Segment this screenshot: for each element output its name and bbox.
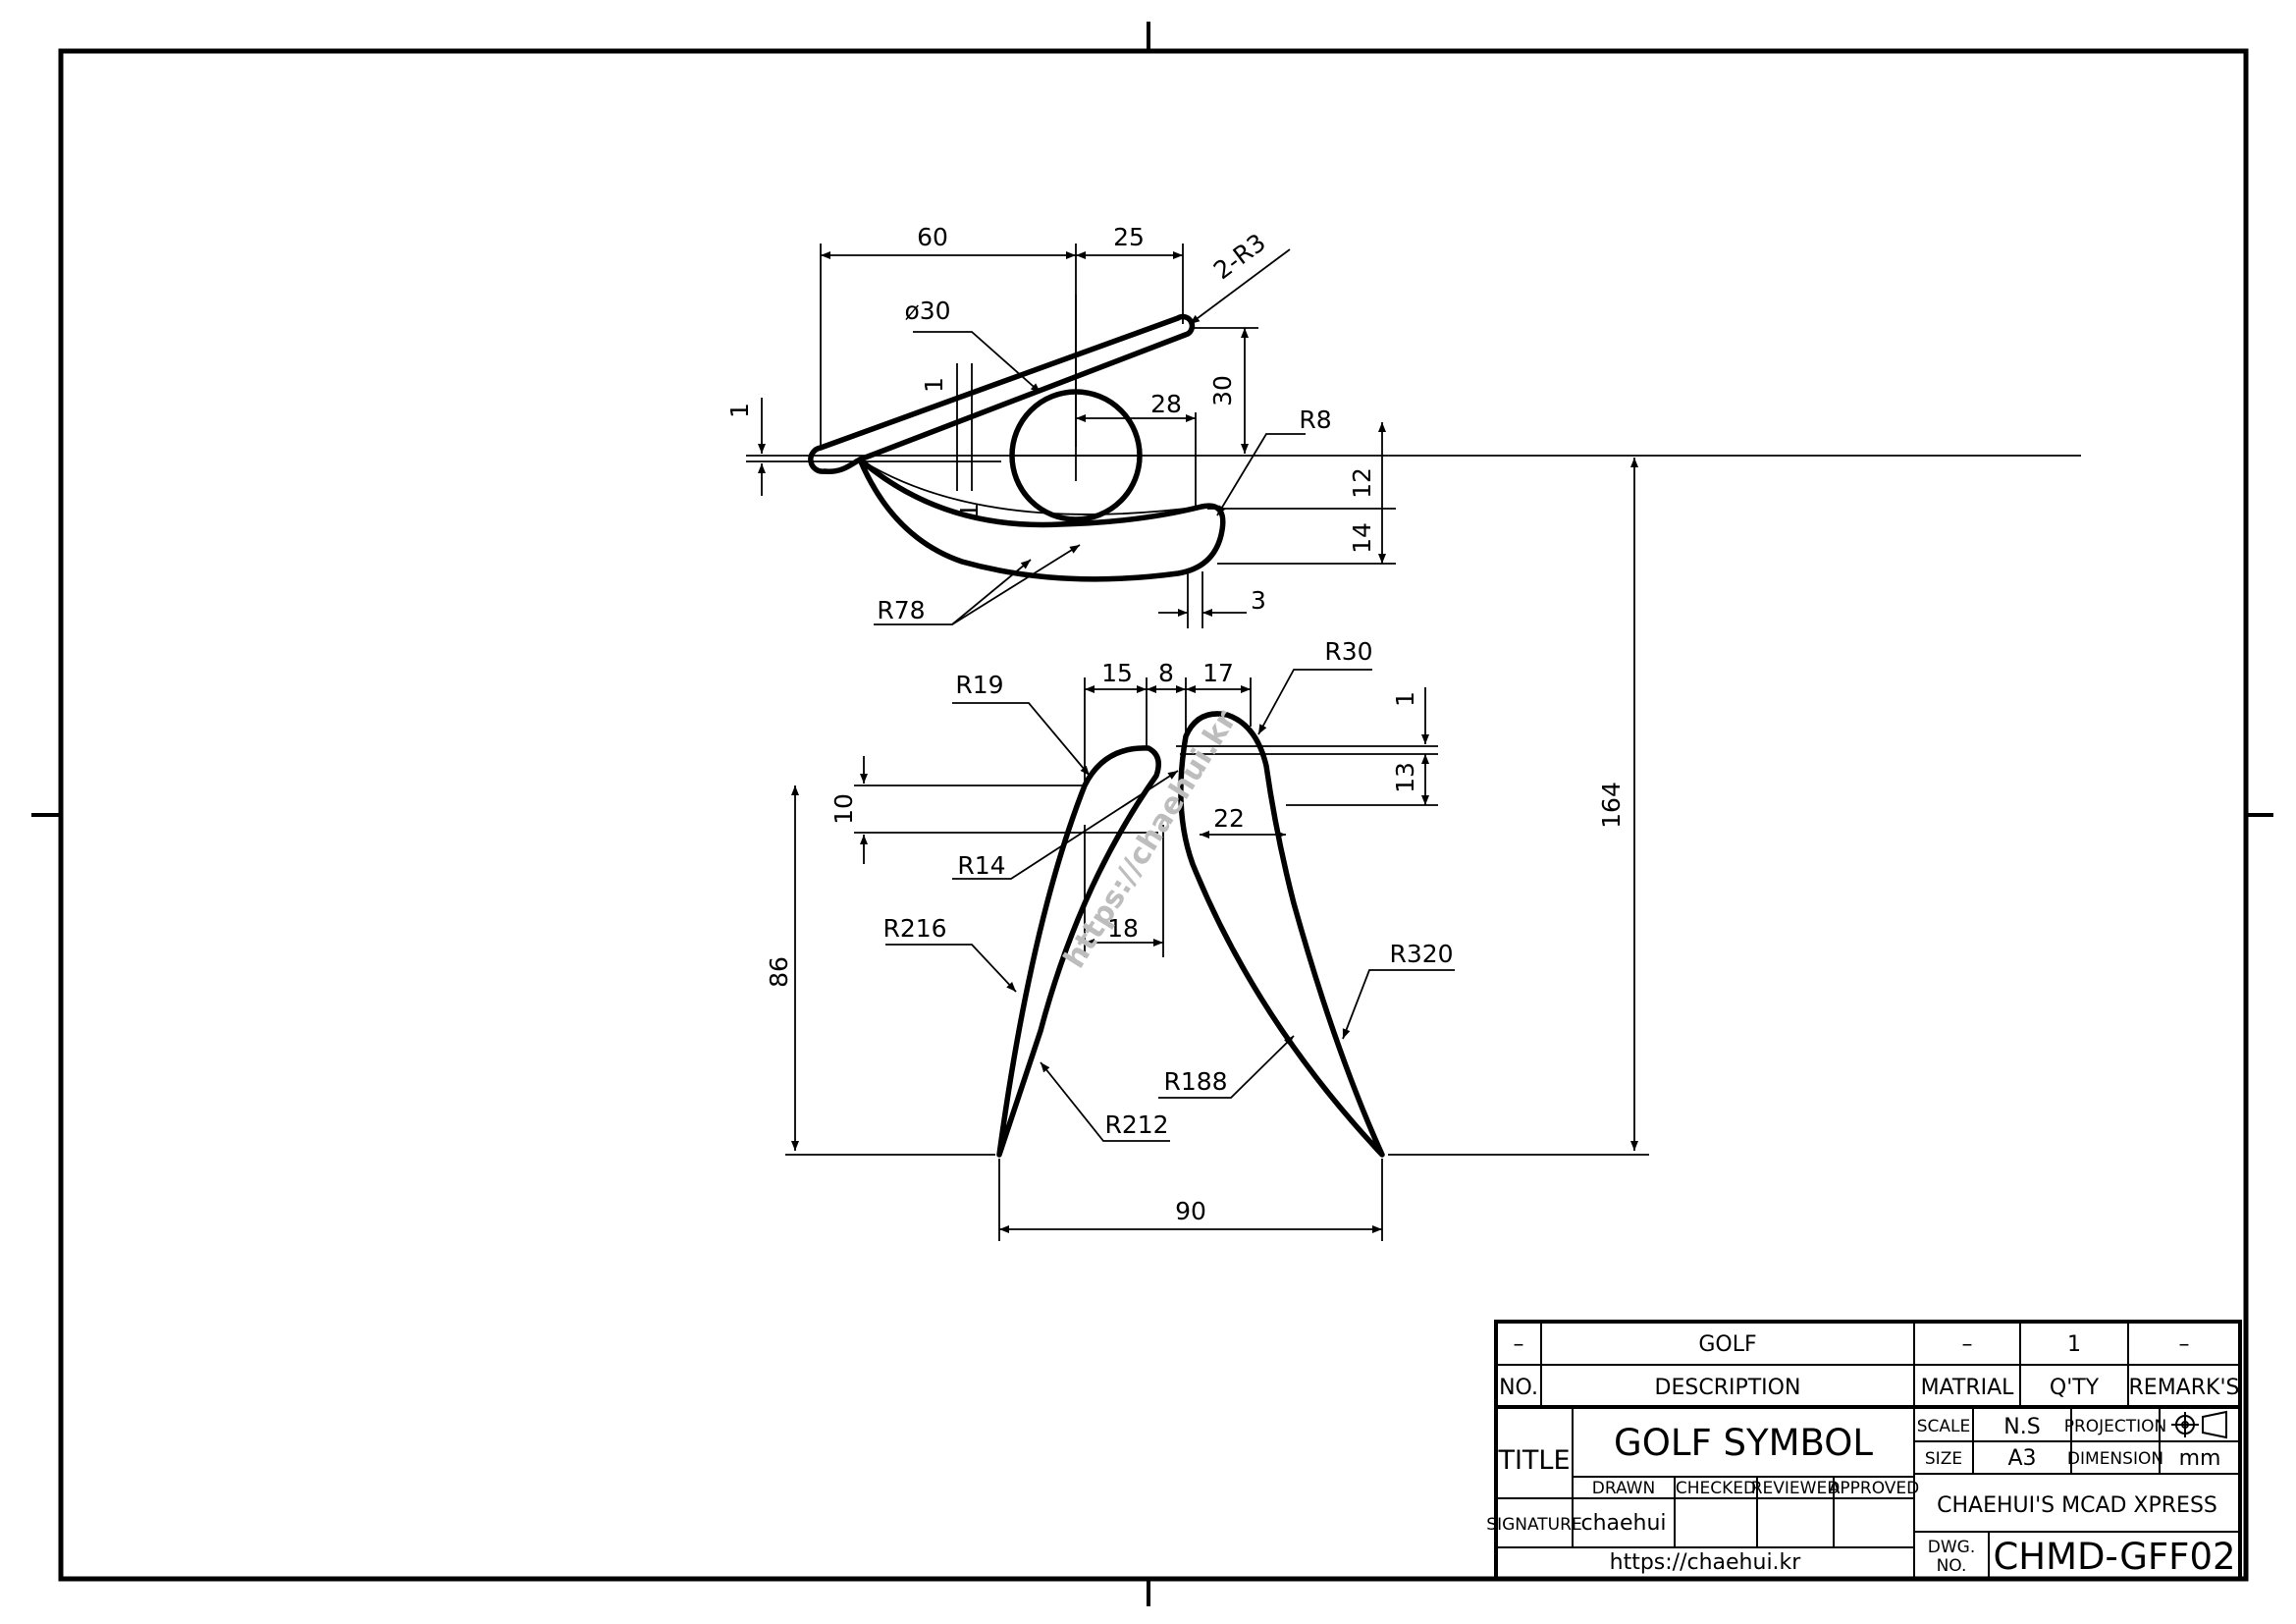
dim-15: 15 <box>1101 659 1133 687</box>
parts-qty: 1 <box>2067 1332 2081 1357</box>
dim-2-r3: 2-R3 <box>1208 228 1271 285</box>
dim-8: 8 <box>1158 659 1174 687</box>
drawing-title: GOLF SYMBOL <box>1614 1422 1873 1464</box>
scale-value: N.S <box>2003 1415 2040 1439</box>
header-qty: Q'TY <box>2050 1376 2100 1400</box>
dim-dia30: ø30 <box>904 297 950 325</box>
top-view <box>808 295 1226 582</box>
dim-1-left: 1 <box>725 403 754 418</box>
dim-r320: R320 <box>1389 940 1453 968</box>
projection-symbol-icon <box>2171 1410 2227 1439</box>
dim-164: 164 <box>1597 782 1626 829</box>
scale-label: SCALE <box>1917 1417 1971 1436</box>
dwg-no-label-2: NO. <box>1937 1556 1967 1576</box>
dim-r78: R78 <box>877 596 925 624</box>
title-label: TITLE <box>1497 1445 1570 1476</box>
header-no: NO. <box>1499 1376 1538 1400</box>
parts-remarks: – <box>2179 1332 2190 1357</box>
drawn-label: DRAWN <box>1592 1479 1655 1498</box>
top-view-dimensions <box>746 244 2081 628</box>
dim-18: 18 <box>1107 914 1139 943</box>
dimension-label: DIMENSION <box>2067 1449 2163 1469</box>
right-horn <box>1178 711 1385 1158</box>
dim-10: 10 <box>829 793 858 825</box>
centering-marks <box>31 22 2273 1606</box>
approved-label: APPROVED <box>1829 1479 1920 1498</box>
size-label: SIZE <box>1925 1449 1962 1469</box>
dim-22: 22 <box>1213 804 1245 833</box>
bottom-view-dimensions <box>785 458 1649 1241</box>
dwg-number: CHMD-GFF02 <box>1993 1536 2235 1578</box>
projection-label: PROJECTION <box>2064 1417 2167 1436</box>
reviewed-label: REVIEWED <box>1751 1479 1841 1498</box>
dim-90: 90 <box>1175 1197 1206 1225</box>
header-description: DESCRIPTION <box>1655 1376 1801 1400</box>
dim-r212: R212 <box>1104 1110 1168 1139</box>
dim-60: 60 <box>917 223 948 251</box>
header-remarks: REMARK'S <box>2129 1376 2240 1400</box>
dim-r8: R8 <box>1299 406 1331 434</box>
dim-1-mid-bot: 1 <box>955 503 984 518</box>
dim-13: 13 <box>1391 762 1419 793</box>
dim-30: 30 <box>1208 375 1237 406</box>
dim-12: 12 <box>1348 467 1376 499</box>
dim-r30: R30 <box>1324 637 1372 666</box>
dim-1-right: 1 <box>1391 691 1419 707</box>
dim-14: 14 <box>1348 522 1376 554</box>
dimension-unit: mm <box>2179 1446 2221 1471</box>
parts-description: GOLF <box>1698 1332 1756 1357</box>
parts-material: – <box>1962 1332 1973 1357</box>
dim-1-mid-top: 1 <box>920 377 948 393</box>
bottom-view <box>996 711 1385 1158</box>
dim-17: 17 <box>1202 659 1234 687</box>
size-value: A3 <box>2007 1446 2036 1471</box>
dim-3: 3 <box>1251 586 1266 615</box>
dim-r19: R19 <box>955 671 1003 699</box>
dim-r216: R216 <box>882 914 946 943</box>
title-block: – GOLF – 1 – NO. DESCRIPTION MATRIAL Q'T… <box>1486 1320 2242 1581</box>
dim-25: 25 <box>1113 223 1145 251</box>
header-material: MATRIAL <box>1921 1376 2015 1400</box>
company-name: CHAEHUI'S MCAD XPRESS <box>1937 1493 2217 1518</box>
golf-club-shaft <box>808 313 1196 474</box>
checked-label: CHECKED <box>1676 1479 1756 1498</box>
dim-86: 86 <box>765 956 793 988</box>
parts-no: – <box>1514 1332 1524 1357</box>
signature-label: SIGNATURE <box>1486 1515 1581 1535</box>
drawn-by: chaehui <box>1580 1511 1666 1536</box>
footer-url: https://chaehui.kr <box>1610 1550 1802 1575</box>
dim-r14: R14 <box>957 851 1005 880</box>
dim-28: 28 <box>1150 390 1182 418</box>
golf-club-head <box>857 457 1226 582</box>
dim-r188: R188 <box>1163 1067 1227 1096</box>
dwg-no-label-1: DWG. <box>1928 1538 1975 1557</box>
left-horn <box>996 745 1161 1158</box>
dimension-labels: 60 25 2-R3 ø30 1 1 1 30 28 R8 12 14 3 R7… <box>725 223 1626 1225</box>
